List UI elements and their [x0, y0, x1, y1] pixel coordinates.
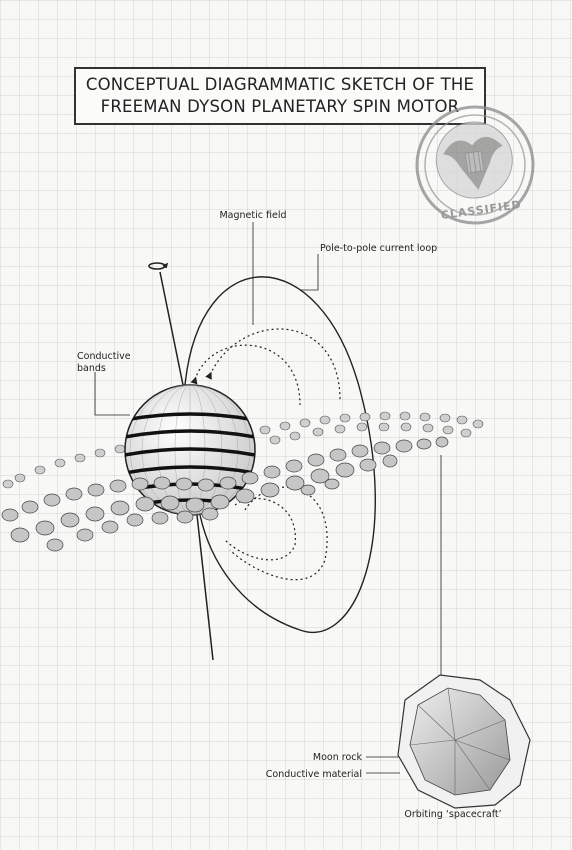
stamp-classified-text: CLASSIFIED [440, 198, 522, 222]
planet-sphere [124, 384, 256, 516]
leader-lines [94, 222, 442, 774]
title-box: CONCEPTUAL DIAGRAMMATIC SKETCH OF THE FR… [74, 67, 486, 125]
spin-axis [148, 262, 214, 661]
label-orbiting-spacecraft: Orbiting ‘spacecraft’ [404, 809, 501, 820]
current-loop [184, 276, 376, 633]
rotation-arrow-icon [148, 262, 166, 270]
label-conductive-material: Conductive material [266, 769, 362, 780]
title-line-2: FREEMAN DYSON PLANETARY SPIN MOTOR [100, 97, 460, 116]
ring-front [1, 436, 449, 552]
label-current-loop: Pole-to-pole current loop [320, 243, 437, 254]
orbiting-spacecraft [397, 674, 531, 809]
label-moon-rock: Moon rock [313, 752, 363, 763]
title-line-1: CONCEPTUAL DIAGRAMMATIC SKETCH OF THE [85, 75, 475, 94]
classified-stamp: CLASSIFIED [415, 105, 535, 225]
label-conductive-bands-2: bands [77, 363, 106, 374]
ring-back [2, 411, 484, 489]
eagle-icon [443, 136, 503, 190]
label-magnetic-field: Magnetic field [219, 210, 286, 221]
label-conductive-bands-1: Conductive [77, 351, 131, 362]
